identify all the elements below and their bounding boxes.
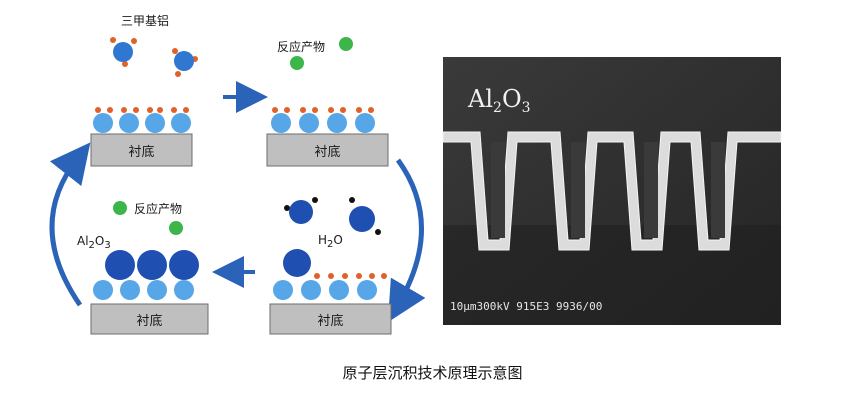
substrate-label: 衬底	[128, 144, 154, 160]
tma-molecule	[172, 48, 198, 77]
substrate-label: 衬底	[136, 313, 162, 329]
h2o-label: H2O	[318, 233, 343, 250]
adsorbed-layer	[273, 273, 387, 300]
byproduct-molecule	[339, 37, 353, 51]
conformal-al2o3-film	[442, 131, 782, 251]
sem-scale-text: 10μm300kV 915E3 9936/00	[450, 300, 602, 313]
panel-al2o3-formed: 反应产物 Al2O3 衬底	[77, 201, 209, 335]
oxygen-atom	[283, 249, 311, 277]
tma-label: 三甲基铝	[121, 13, 169, 28]
water-molecule	[284, 197, 318, 224]
substrate-block	[90, 303, 209, 335]
panel-tma-adsorption: 三甲基铝 衬底	[90, 13, 198, 167]
substrate-label: 衬底	[317, 313, 343, 329]
byproduct-label-top: 反应产物	[277, 39, 325, 54]
substrate-label: 衬底	[314, 144, 340, 160]
substrate-atoms	[93, 280, 194, 300]
panel-tma-byproduct: 反应产物 衬底	[266, 37, 389, 167]
byproduct-molecule	[113, 201, 127, 215]
substrate-block	[266, 133, 389, 167]
byproduct-molecule	[290, 56, 304, 70]
substrate-block	[90, 133, 193, 167]
figure-caption: 原子层沉积技术原理示意图	[342, 364, 523, 382]
substrate-block	[269, 303, 392, 335]
al2o3-label: Al2O3	[77, 234, 111, 251]
byproduct-molecule	[169, 221, 183, 235]
tma-molecule	[110, 37, 137, 67]
cycle-arrow-up	[49, 142, 91, 307]
panel-water-pulse: H2O 衬底	[269, 197, 392, 335]
al2o3-layer	[105, 250, 199, 280]
adsorbed-layer	[271, 107, 375, 133]
sem-title: Al2O3	[467, 85, 531, 116]
byproduct-label-bottom: 反应产物	[134, 201, 182, 216]
adsorbed-layer	[93, 107, 191, 133]
sem-micrograph: Al2O3 10μm300kV 915E3 9936/00	[442, 57, 782, 325]
water-molecule	[349, 197, 381, 235]
cycle-arrow-down	[387, 158, 426, 323]
